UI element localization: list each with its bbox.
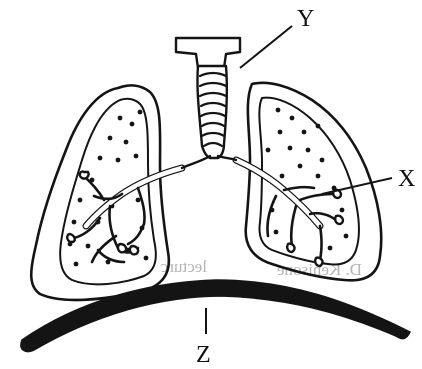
label-x: X	[398, 166, 415, 192]
label-line-y	[240, 26, 292, 68]
right-lung-alveoli	[266, 108, 349, 251]
left-bronchial-tree	[67, 168, 182, 262]
label-y: Y	[297, 6, 314, 32]
right-lung	[236, 83, 381, 281]
diaphragm	[21, 280, 410, 352]
left-lung	[31, 85, 182, 300]
label-line-x	[322, 178, 392, 194]
left-lung-inner	[60, 99, 156, 285]
label-z: Z	[196, 342, 211, 365]
trachea	[176, 38, 240, 168]
larynx	[176, 38, 240, 68]
right-lung-outer	[246, 83, 382, 281]
